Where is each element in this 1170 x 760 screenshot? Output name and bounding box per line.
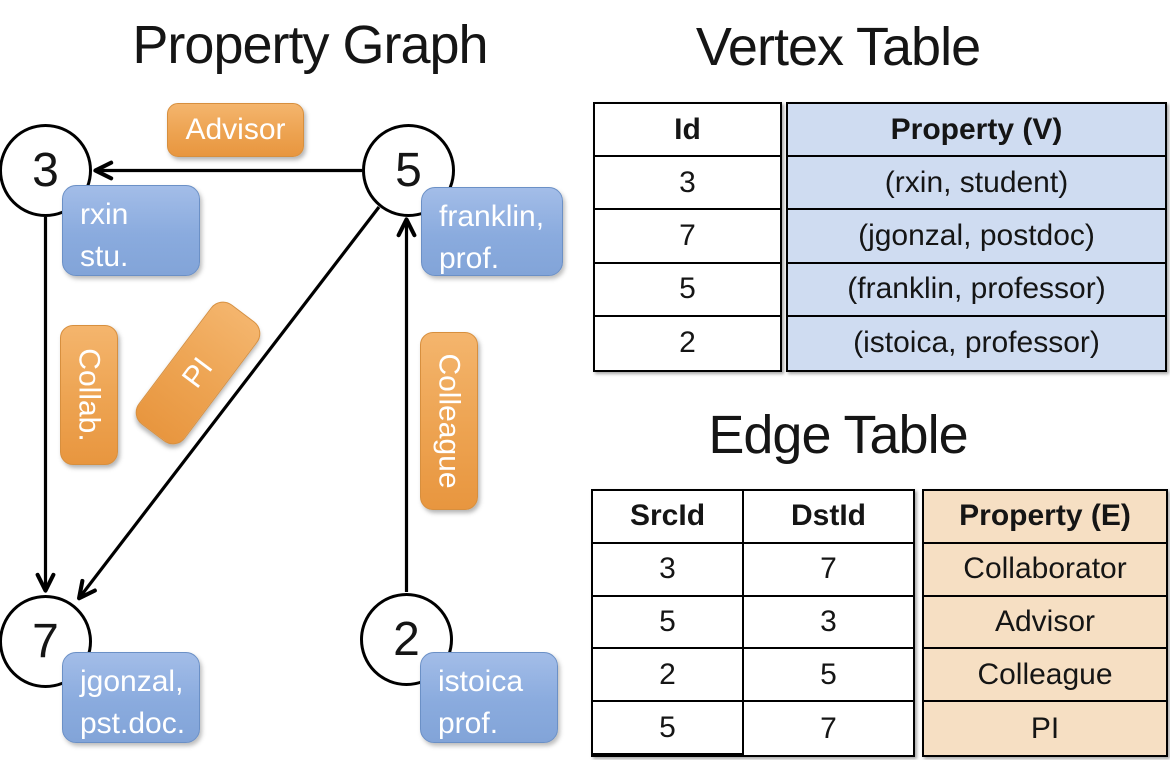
vertex-prop-box-3: rxin stu. <box>62 185 200 276</box>
edge-label-advisor: Advisor <box>167 103 304 157</box>
node-id-label: 3 <box>32 144 59 197</box>
vertex-table-cell-id: 3 <box>595 157 780 211</box>
vertex-table-cell-id: 2 <box>679 326 696 360</box>
prop-line: stu. <box>80 240 129 273</box>
edge-table-cell-property: Advisor <box>924 597 1166 650</box>
edge-table-cell-dst: 5 <box>744 649 913 703</box>
edge-table-id-columns: SrcId DstId 3 7 5 3 2 5 5 7 <box>591 489 915 757</box>
prop-line: jgonzal, <box>80 665 184 698</box>
vertex-table-property-column: Property (V) (rxin, student) (jgonzal, p… <box>786 102 1167 372</box>
graph-node-5: 5 <box>362 124 455 217</box>
edge-label-text: Colleague <box>433 353 467 489</box>
vertex-table-title: Vertex Table <box>695 17 981 77</box>
edge-table-cell-src: 3 <box>593 543 744 597</box>
vertex-table-cell-id: 7 <box>595 210 780 264</box>
prop-line: prof. <box>439 242 500 275</box>
vertex-prop-box-7: jgonzal, pst.doc. <box>62 652 200 743</box>
edge-table-cell-src: 2 <box>593 649 744 703</box>
prop-line: istoica <box>438 665 524 698</box>
edge-table-header-property: Property (E) <box>924 491 1166 544</box>
edge-label-text: Collab. <box>73 348 107 442</box>
edge-table-cell-property: Collaborator <box>924 544 1166 597</box>
edge-table-cell-dst: 7 <box>820 711 837 745</box>
vertex-table-cell-property: (franklin, professor) <box>788 264 1165 317</box>
vertex-table-header-property: Property (V) <box>788 104 1165 158</box>
edge-label-text: PI <box>175 351 220 394</box>
vertex-table-cell-id: 5 <box>595 264 780 317</box>
edge-table-header-srcid: SrcId <box>593 491 744 544</box>
node-id-label: 2 <box>393 613 420 666</box>
property-graph-title: Property Graph <box>132 15 488 75</box>
node-id-label: 5 <box>395 144 422 197</box>
prop-line: pst.doc. <box>80 707 186 740</box>
vertex-table-cell-property: (rxin, student) <box>788 157 1165 211</box>
edge-label-text: Advisor <box>185 113 286 146</box>
edge-label-colleague: Colleague <box>420 332 478 510</box>
edge-table-property-column: Property (E) Collaborator Advisor Collea… <box>922 489 1168 757</box>
graph-edges-layer <box>35 160 417 601</box>
vertex-table-header-id: Id <box>595 104 780 158</box>
prop-line: rxin <box>80 198 129 231</box>
edge-5-to-7-pi <box>77 206 381 601</box>
edge-label-collab: Collab. <box>60 325 118 465</box>
graph-node-2: 2 <box>360 593 453 686</box>
vertex-prop-box-5: franklin, prof. <box>421 187 563 276</box>
edge-table-title: Edge Table <box>708 405 968 465</box>
prop-line: prof. <box>438 707 499 740</box>
vertex-table-cell-property: (jgonzal, postdoc) <box>788 210 1165 264</box>
prop-line: franklin, <box>439 200 545 233</box>
node-id-label: 7 <box>32 615 59 668</box>
edge-table-cell-dst: 3 <box>744 597 913 650</box>
vertex-prop-box-2: istoica prof. <box>420 652 558 743</box>
edge-table-header-dstid: DstId <box>744 491 913 544</box>
edge-table-cell-property: PI <box>1030 711 1060 745</box>
edge-table-cell-src: 5 <box>593 702 744 755</box>
edge-table-cell-src: 5 <box>593 596 744 650</box>
edge-table-cell-dst: 7 <box>744 544 913 597</box>
edge-table-cell-property: Colleague <box>924 649 1166 703</box>
vertex-table-cell-property: (istoica, professor) <box>853 326 1100 360</box>
vertex-table-id-column: Id 3 7 5 2 <box>593 102 782 372</box>
